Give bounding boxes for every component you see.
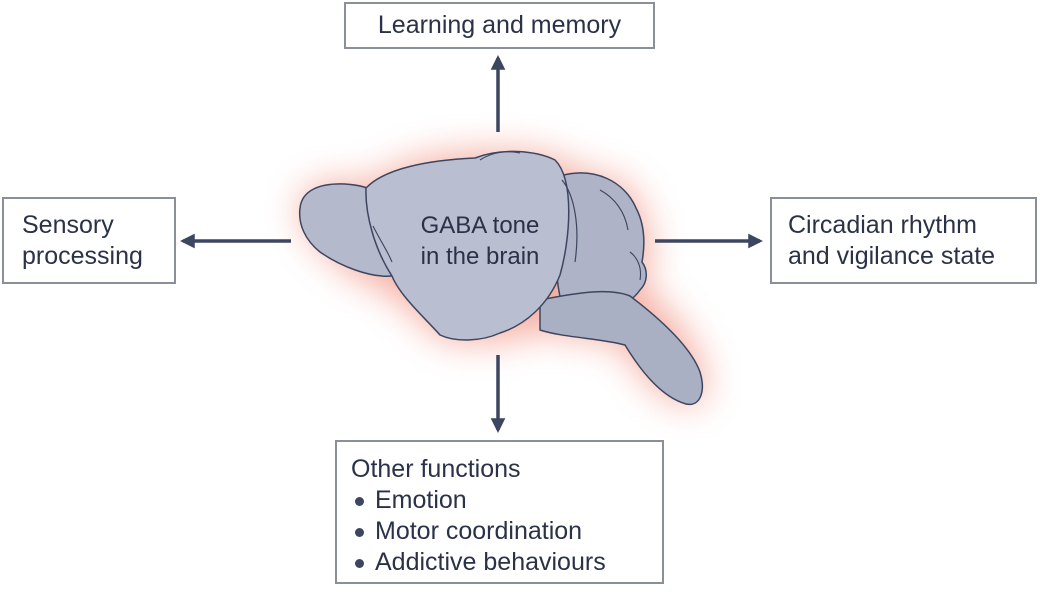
circadian-label-line2: and vigilance state <box>788 241 996 270</box>
bullet-icon <box>355 528 364 537</box>
list-item-label: Addictive behaviours <box>375 548 606 576</box>
arrows <box>180 55 763 433</box>
other-functions-list: Emotion Motor coordination Addictive beh… <box>351 485 662 578</box>
list-item-label: Motor coordination <box>375 517 583 545</box>
sensory-label-line1: Sensory <box>22 210 114 239</box>
other-functions-box: Other functions Emotion Motor coordinati… <box>335 440 664 584</box>
center-label-line1: GABA tone <box>420 212 540 239</box>
bullet-icon <box>355 497 364 506</box>
other-functions-title: Other functions <box>351 455 521 483</box>
list-item-label: Emotion <box>375 486 467 514</box>
bullet-icon <box>355 559 364 568</box>
sensory-processing-box: Sensory processing <box>2 197 176 284</box>
center-label: GABA tone in the brain <box>370 210 590 272</box>
circadian-label-line1: Circadian rhythm <box>788 210 977 239</box>
center-label-line2: in the brain <box>420 243 540 270</box>
brain-icon <box>298 150 704 406</box>
list-item: Emotion <box>351 485 662 516</box>
learning-memory-label: Learning and memory <box>377 11 622 39</box>
circadian-box: Circadian rhythm and vigilance state <box>770 197 1037 284</box>
sensory-label-line2: processing <box>22 241 143 270</box>
learning-memory-box: Learning and memory <box>344 2 655 49</box>
list-item: Addictive behaviours <box>351 547 662 578</box>
list-item: Motor coordination <box>351 516 662 547</box>
